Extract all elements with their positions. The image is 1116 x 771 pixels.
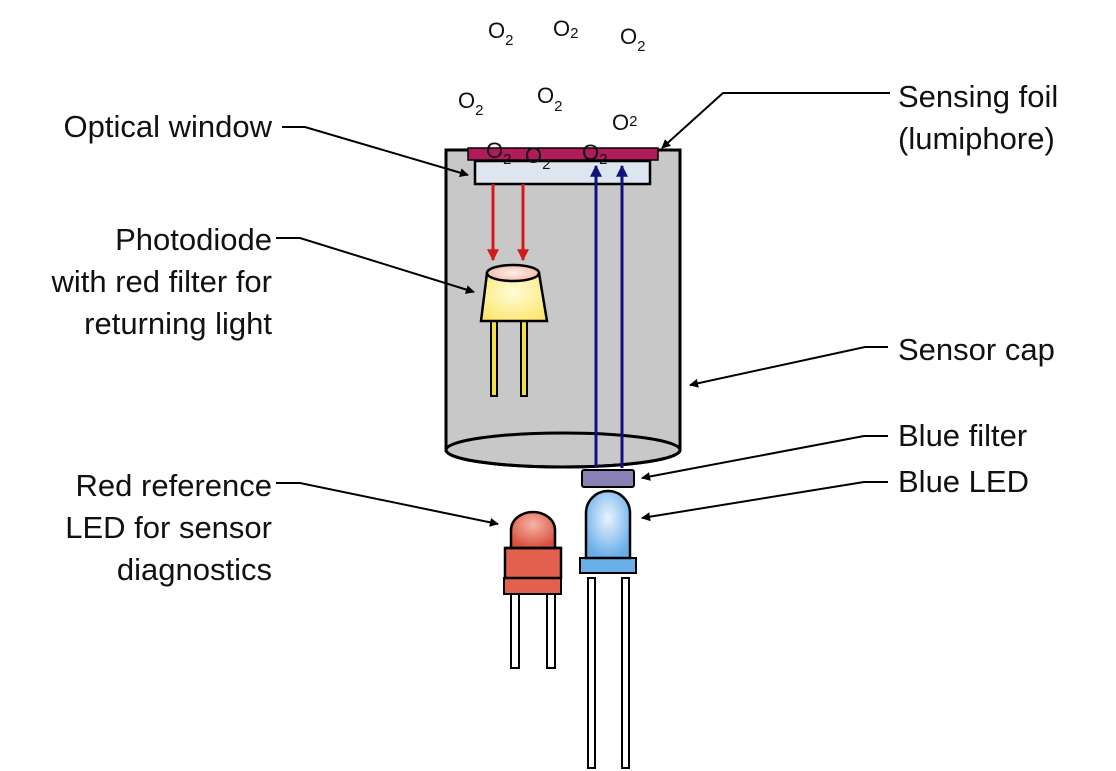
photodiode-label: Photodiode with red filter for returning… bbox=[51, 219, 272, 345]
blue-filter-label: Blue filter bbox=[898, 415, 1027, 457]
sensor-cap-leader bbox=[689, 346, 888, 388]
blue-filter bbox=[581, 469, 635, 488]
red-reference-led-label-line: LED for sensor bbox=[65, 510, 272, 545]
red-led-leader bbox=[276, 482, 499, 527]
blue-led-label-line: Blue LED bbox=[898, 464, 1029, 499]
o2-molecule: O2 bbox=[486, 138, 511, 168]
o2-molecule: O2 bbox=[553, 16, 578, 42]
photodiode-label-line: returning light bbox=[84, 306, 272, 341]
sensor-cap-label-line: Sensor cap bbox=[898, 332, 1055, 367]
leader-lines bbox=[276, 92, 890, 527]
o2-molecule: O2 bbox=[525, 143, 550, 173]
blue-filter-leader bbox=[641, 435, 888, 481]
optical-window-label-line: Optical window bbox=[63, 109, 272, 144]
o2-molecule: O2 bbox=[488, 18, 513, 49]
photodiode-label-line: Photodiode bbox=[115, 222, 272, 257]
o2-molecule: O2 bbox=[458, 88, 483, 119]
optical-window bbox=[473, 159, 652, 186]
blue-led bbox=[579, 489, 637, 769]
sensing-foil-leader bbox=[661, 92, 890, 149]
blue-filter-label-line: Blue filter bbox=[898, 418, 1028, 453]
oxygen-molecules: O2 O2 O2 O2 O2 O2 O2 O2 O2 bbox=[458, 16, 645, 173]
sensing-foil-label-line: Sensing foil bbox=[898, 79, 1059, 114]
photodiode bbox=[479, 263, 549, 397]
red-reference-led-label-line: Red reference bbox=[75, 468, 272, 503]
red-reference-led-label-line: diagnostics bbox=[116, 552, 272, 587]
sensing-foil-label: Sensing foil (lumiphore) bbox=[898, 76, 1058, 160]
o2-molecule: O2 bbox=[620, 24, 645, 55]
red-reference-led-label: Red reference LED for sensor diagnostics bbox=[65, 465, 272, 591]
blue-led-leader bbox=[641, 481, 888, 522]
sensing-foil-label-line: (lumiphore) bbox=[898, 121, 1055, 156]
red-light-arrows bbox=[487, 184, 529, 262]
optical-window-label: Optical window bbox=[64, 106, 272, 148]
photodiode-leader bbox=[276, 237, 475, 294]
photodiode-label-line: with red filter for bbox=[51, 264, 272, 299]
sensor-cap bbox=[444, 148, 682, 469]
red-reference-led bbox=[503, 510, 563, 669]
o2-molecule: O2 bbox=[537, 83, 562, 115]
sensor-cap-label: Sensor cap bbox=[898, 329, 1055, 371]
optical-window-leader bbox=[282, 126, 469, 178]
blue-led-label: Blue LED bbox=[898, 461, 1029, 503]
o2-molecule: O2 bbox=[612, 110, 637, 135]
o2-molecule: O2 bbox=[582, 140, 607, 168]
blue-light-arrows bbox=[590, 164, 628, 468]
